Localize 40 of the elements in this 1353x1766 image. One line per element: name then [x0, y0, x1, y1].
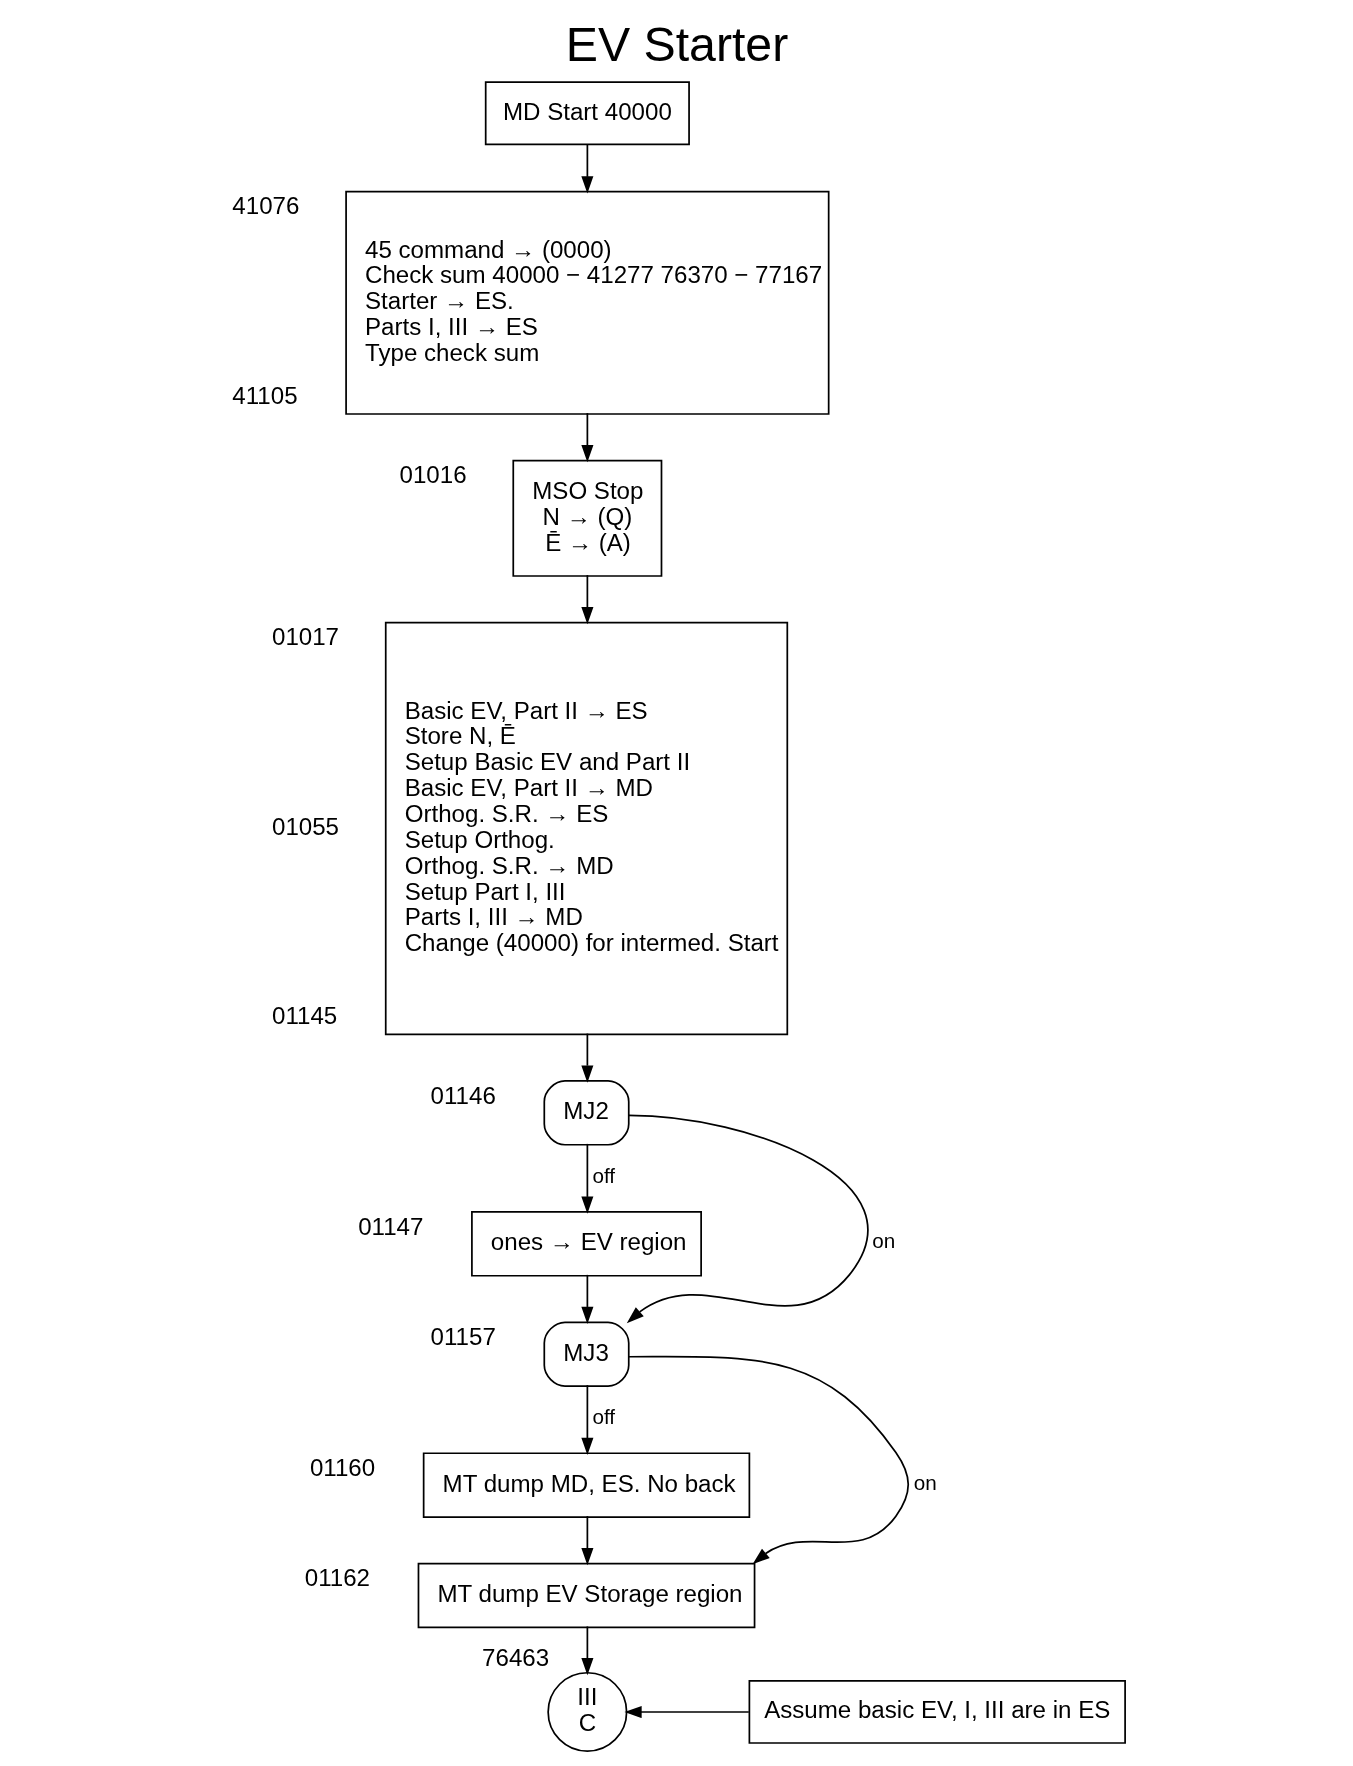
arrow [580, 1515, 593, 1566]
node-circle: III C [546, 1671, 627, 1753]
node-box: MT dump EV Storage region [417, 1562, 755, 1629]
arrow [580, 143, 593, 194]
node-box: MJ2 [542, 1080, 630, 1146]
node-label: 01145 [271, 1002, 337, 1030]
diagram-title: EV Starter [565, 16, 788, 71]
edge-label: off [591, 1163, 615, 1187]
node-label: 76463 [481, 1644, 549, 1672]
node-box: MT dump MD, ES. No back [422, 1452, 750, 1518]
node-box: MJ3 [542, 1321, 630, 1387]
node-box: MD Start 40000 [484, 81, 690, 146]
arrow [627, 1355, 909, 1565]
node-label: 01157 [430, 1323, 496, 1351]
edge-label: on [913, 1470, 937, 1494]
node-label: 01017 [271, 623, 339, 651]
node-label: 01160 [309, 1454, 375, 1482]
node-label: 01147 [357, 1212, 423, 1240]
arrow [580, 1625, 593, 1676]
node-box: MSO Stop N → (Q) Ē → (A) [511, 459, 662, 577]
node-label: 01162 [304, 1564, 370, 1592]
node-label: 41105 [231, 382, 298, 409]
arrow [580, 1143, 593, 1214]
arrow [626, 1114, 869, 1324]
node-box: 45 command → (0000) Check sum 40000 − 41277 76370 − 77167 Starter → ES. Parts I, III → ES Type check sum [344, 190, 830, 415]
arrow [580, 412, 593, 463]
arrow [580, 1274, 593, 1324]
arrow [580, 1032, 593, 1083]
node-label: 01146 [430, 1081, 496, 1109]
arrow [623, 1705, 750, 1719]
arrow [580, 1384, 593, 1455]
edge-label: on [871, 1229, 895, 1253]
node-label: 41076 [231, 192, 299, 220]
node-box: ones → EV region [470, 1211, 702, 1277]
arrow [580, 574, 593, 625]
node-box: Assume basic EV, I, III are in ES [748, 1680, 1126, 1744]
node-label: 01055 [271, 812, 339, 840]
node-label: 01016 [399, 461, 467, 489]
edge-label: off [591, 1405, 615, 1429]
node-box: Basic EV, Part II → ES Store N, Ē Setup Basic EV and Part II Basic EV, Part II → MD Orthog. S.R. → ES Setup Orthog. Orthog. S.R. → MD Setup Part I, III Parts I, III → MD Change (40000) for intermed. Start [384, 621, 788, 1036]
